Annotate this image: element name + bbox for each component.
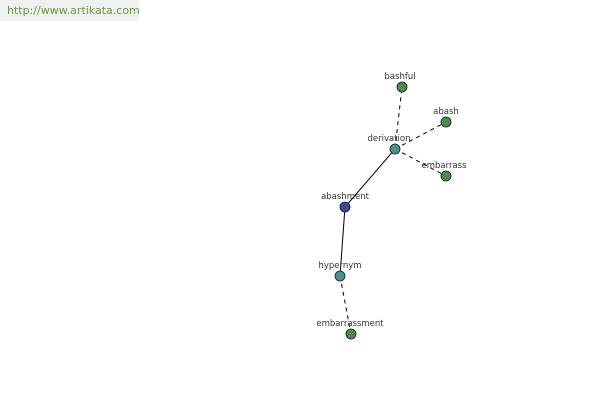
node-label-derivation: derivation [367,134,410,144]
node-bashful[interactable] [396,81,408,93]
nodes-layer [334,81,452,340]
edge-derivation-abash [394,121,447,150]
node-label-embarrassment: embarrassment [316,319,384,329]
node-hypernym[interactable] [334,270,346,282]
node-label-bashful: bashful [384,72,415,82]
url-bar: http://www.artikata.com [0,0,140,21]
node-derivation[interactable] [389,143,401,155]
node-label-embarrass: embarrass [421,161,467,171]
node-abash[interactable] [440,116,452,128]
labels-layer: abashment derivation hypernym bashful abash e… [316,72,467,329]
node-label-hypernym: hypernym [318,261,361,271]
node-embarrass[interactable] [440,170,452,182]
edge-derivation-bashful [394,86,403,150]
edges-layer [339,86,447,335]
edge-hypernym-embarrassment [339,275,352,335]
edge-derivation-embarrass [394,148,447,177]
node-label-abashment: abashment [321,192,370,202]
edge-abashment-derivation [344,148,396,208]
node-abashment[interactable] [339,201,351,213]
node-embarrassment[interactable] [345,328,357,340]
site-url[interactable]: http://www.artikata.com [7,4,140,17]
node-label-abash: abash [433,107,459,117]
edge-abashment-hypernym [339,206,346,277]
